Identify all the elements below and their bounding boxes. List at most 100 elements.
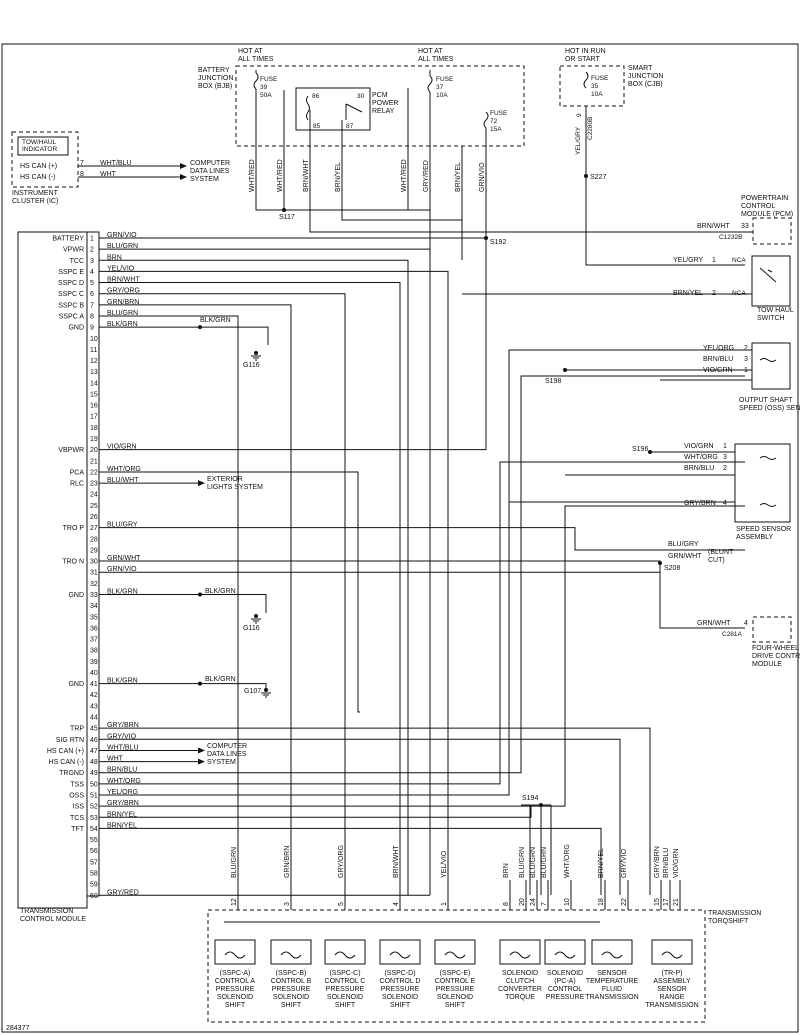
tcm-pin-wire-color: WHT/BLU bbox=[107, 744, 139, 751]
bottom-wire-color: BLU/GRN bbox=[530, 847, 537, 878]
component-label: SENSOR bbox=[657, 986, 687, 993]
fuse-39-label: 50A bbox=[260, 92, 272, 99]
transmission-pin: 1 bbox=[441, 902, 448, 906]
tcm-pin-number: 55 bbox=[90, 837, 98, 844]
wire-pin-27-tro-p bbox=[99, 527, 745, 551]
wire-pin-4-sspc-e bbox=[99, 270, 449, 895]
wire-pin-48-can-lo-head bbox=[198, 758, 205, 765]
pcm-connector: C1232B bbox=[719, 234, 743, 241]
tcm-pin-number: 48 bbox=[90, 759, 98, 766]
tcm-pin-wire-color: BLU/GRN bbox=[107, 243, 138, 250]
top-wire-color: GRN/VIO bbox=[479, 162, 486, 192]
solenoid-6 bbox=[544, 939, 586, 965]
tcm-pin-number: 5 bbox=[90, 280, 94, 287]
solenoid-coil-symbol bbox=[444, 951, 466, 959]
s198-label: S198 bbox=[545, 378, 561, 385]
tcm-pin-number: 18 bbox=[90, 425, 98, 432]
tcm-pin-number: 4 bbox=[90, 269, 94, 276]
fwd-name: DRIVE CONTROL bbox=[752, 653, 800, 660]
fuse-37-label: 10A bbox=[436, 92, 448, 99]
instrument-cluster-name: INSTRUMENT bbox=[12, 190, 59, 197]
component-label: PRESSURE bbox=[216, 986, 255, 993]
top-wire-color: BRN/WHT bbox=[303, 159, 310, 192]
transmission-pin: 4 bbox=[393, 902, 400, 906]
tcm-pin-number: 27 bbox=[90, 525, 98, 532]
component-label: SHIFT bbox=[335, 1002, 356, 1009]
tcm-pin-name: SSPC C bbox=[58, 291, 84, 298]
tcm-pin-name: GND bbox=[68, 592, 84, 599]
tcm-pin-number: 15 bbox=[90, 391, 98, 398]
gnd-wire-label-2: BLK/GRN bbox=[205, 588, 236, 595]
transmission-name: TORQSHIFT bbox=[708, 918, 749, 925]
tcm-pin-number: 16 bbox=[90, 403, 98, 410]
tcm-pin-number: 43 bbox=[90, 703, 98, 710]
component-label: TEMPERATURE bbox=[586, 978, 639, 985]
wire-pin-30-tro-n bbox=[99, 560, 745, 629]
bottom-wire-color: VIO/GRN bbox=[673, 848, 680, 878]
wire-pin-8-sspc-a bbox=[99, 315, 239, 895]
tcm-pin-name: TRO N bbox=[62, 559, 84, 566]
fuse-35-symbol bbox=[583, 71, 589, 89]
fuse-72-label: 15A bbox=[490, 126, 502, 133]
bottom-wire-color: BLU/GRN bbox=[231, 847, 238, 878]
speed-sensor-name: ASSEMBLY bbox=[736, 534, 774, 541]
tcm-pin-wire-color: BRN/YEL bbox=[107, 822, 137, 829]
tcm-pin-number: 20 bbox=[90, 447, 98, 454]
tow-switch-pin-1: 1 bbox=[712, 257, 716, 264]
tcm-pin-number: 17 bbox=[90, 414, 98, 421]
wire-pin-49-trgnd bbox=[99, 375, 745, 774]
tow-switch-name: TOW HAUL bbox=[757, 307, 794, 314]
bjb-hot-label: ALL TIMES bbox=[238, 56, 274, 63]
relay-coil bbox=[306, 95, 310, 121]
transmission-name: TRANSMISSION bbox=[708, 910, 761, 917]
fuse-35-label: 35 bbox=[591, 83, 599, 90]
wire-pin-33-gnd bbox=[99, 593, 267, 613]
component-label: CONTROL A bbox=[215, 978, 256, 985]
tcm-pin-number: 2 bbox=[90, 247, 94, 254]
g107-dot bbox=[264, 688, 268, 692]
tcm-pin-wire-color: GRY/BRN bbox=[107, 800, 139, 807]
tcm-pin-number: 13 bbox=[90, 369, 98, 376]
tcm-pin-number: 22 bbox=[90, 469, 98, 476]
bottom-wire-color: BRN/BLU bbox=[663, 848, 670, 878]
wire-pin-23-rlc-head bbox=[198, 480, 205, 487]
tcm-pin-number: 44 bbox=[90, 715, 98, 722]
component-label: SOLENOID bbox=[437, 994, 473, 1001]
tcm-pin-number: 14 bbox=[90, 380, 98, 387]
tcm-pin-number: 47 bbox=[90, 748, 98, 755]
fuse-39-label: FUSE bbox=[260, 76, 278, 83]
gnd-junction-2 bbox=[198, 592, 202, 597]
component-label: CONTROL bbox=[548, 986, 582, 993]
tcm-pin-wire-color: YEL/ORG bbox=[107, 789, 138, 796]
transmission-pin: 18 bbox=[598, 898, 605, 906]
wire-pin-22 bbox=[99, 471, 360, 713]
gnd-junction-3 bbox=[198, 681, 202, 686]
component-label: ASSEMBLY bbox=[653, 978, 691, 985]
tcm-pin-wire-color: WHT bbox=[107, 756, 124, 763]
switch-contact bbox=[759, 267, 777, 283]
ic-pin-number: 8 bbox=[80, 171, 84, 178]
ic-data-line-1-head bbox=[180, 174, 187, 180]
wire-s194-split bbox=[521, 804, 552, 895]
transmission-pin: 12 bbox=[231, 898, 238, 906]
component-label: CONTROL D bbox=[380, 978, 421, 985]
wire-pin-45-trp bbox=[99, 727, 651, 895]
tcm-pin-name: VBPWR bbox=[58, 447, 84, 454]
transmission-pin: 17 bbox=[663, 898, 670, 906]
wire-pin-3-tcc bbox=[99, 259, 409, 895]
tcm-pin-wire-color: GRN/VIO bbox=[107, 232, 137, 239]
s194-label: S194 bbox=[522, 795, 538, 802]
ground-id: G116 bbox=[243, 362, 260, 369]
component-label: TRANSMISSION bbox=[645, 1002, 698, 1009]
component-label: (SSPC-A) bbox=[220, 970, 251, 977]
wire-pin-41-gnd bbox=[99, 683, 267, 688]
tcm-pin-number: 33 bbox=[90, 592, 98, 599]
tcm-pin-name: SSPC A bbox=[59, 313, 85, 320]
gnd-junction bbox=[198, 325, 202, 330]
g116-upper-dot bbox=[254, 351, 258, 355]
s192-label: S192 bbox=[490, 239, 506, 246]
tcm-pin-name: TRGND bbox=[59, 770, 84, 777]
oss-wire-color: YEL/ORG bbox=[703, 345, 734, 352]
tcm-pin-number: 24 bbox=[90, 492, 98, 499]
fwd-name: MODULE bbox=[752, 661, 782, 668]
